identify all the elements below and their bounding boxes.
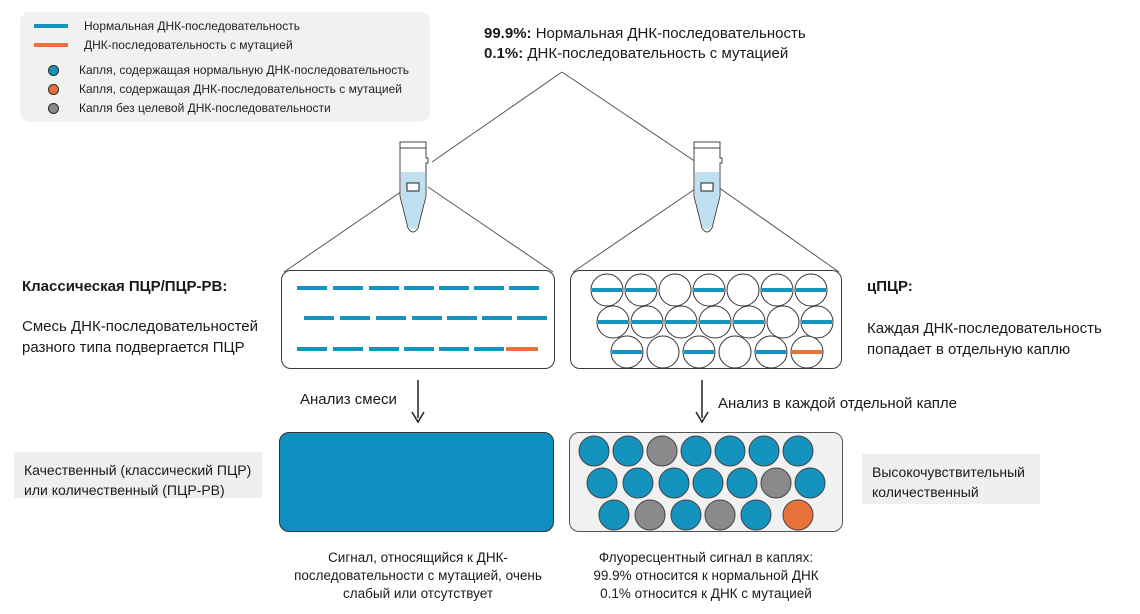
legend-item-mutant-seq: ДНК-последовательность с мутацией <box>34 38 293 52</box>
legend-label: ДНК-последовательность с мутацией <box>84 38 293 52</box>
normal-seq-line-icon <box>34 24 68 28</box>
legend-item-drop-mutant: Капля, содержащая ДНК-последовательность… <box>34 82 402 96</box>
classic-pcr-title: Классическая ПЦР/ПЦР-РВ: <box>22 278 228 295</box>
normal-percent: 99.9%: <box>484 25 532 42</box>
legend: Нормальная ДНК-последовательность ДНК-по… <box>20 12 430 122</box>
dpcr-description: Каждая ДНК-последовательность попадает в… <box>867 320 1102 358</box>
mutant-drop-icon <box>48 83 59 95</box>
droplet-partition-grid <box>590 273 834 369</box>
test-tube-icon <box>399 141 429 233</box>
sample-composition: 99.9%: Нормальная ДНК-последовательность… <box>484 24 806 64</box>
classic-pcr-result: Качественный (классический ПЦР) или коли… <box>14 452 262 498</box>
arrow-down-icon <box>411 380 425 424</box>
bulk-signal-block <box>279 432 554 532</box>
mixture-analysis-label: Анализ смеси <box>300 391 397 408</box>
droplet-readout-grid <box>578 435 826 531</box>
empty-drop-icon <box>48 102 59 114</box>
droplet-analysis-label: Анализ в каждой отдельной капле <box>718 395 958 412</box>
dpcr-title: цПЦР: <box>867 278 913 295</box>
legend-item-normal-seq: Нормальная ДНК-последовательность <box>34 19 300 33</box>
droplet-readout-panel <box>569 432 843 532</box>
classic-pcr-description: Смесь ДНК-последовательностей разного ти… <box>22 318 258 356</box>
normal-label: Нормальная ДНК-последовательность <box>531 25 806 42</box>
legend-item-drop-normal: Капля, содержащая нормальную ДНК-последо… <box>34 63 409 77</box>
dpcr-caption-line: 99.9% относится к нормальной ДНК <box>593 568 819 583</box>
mutant-percent: 0.1%: <box>484 45 524 62</box>
dpcr-caption-line: 0.1% относится к ДНК с мутацией <box>600 586 812 601</box>
dna-mixture-lines <box>297 286 547 351</box>
mutant-label: ДНК-последовательность с мутацией <box>523 45 789 62</box>
legend-label: Капля, содержащая ДНК-последовательность… <box>79 82 402 96</box>
test-tube-icon <box>693 141 723 233</box>
arrow-down-icon <box>695 380 709 424</box>
normal-drop-icon <box>48 64 59 76</box>
dpcr-result: Высокочувствительный количественный <box>862 454 1040 504</box>
mutant-seq-line-icon <box>34 43 68 47</box>
classic-pcr-caption: Сигнал, относящийся к ДНК-последовательн… <box>294 550 542 601</box>
legend-item-drop-empty: Капля без целевой ДНК-последовательности <box>34 101 331 115</box>
dpcr-caption-line: Флуоресцентный сигнал в каплях: <box>598 550 814 565</box>
dna-mixture-panel <box>281 270 555 369</box>
legend-label: Капля без целевой ДНК-последовательности <box>79 101 331 115</box>
dpcr-caption: Флуоресцентный сигнал в каплях: 99.9% от… <box>570 549 842 603</box>
droplet-partition-panel <box>570 270 842 369</box>
legend-label: Капля, содержащая нормальную ДНК-последо… <box>79 63 410 77</box>
legend-label: Нормальная ДНК-последовательность <box>84 19 300 33</box>
